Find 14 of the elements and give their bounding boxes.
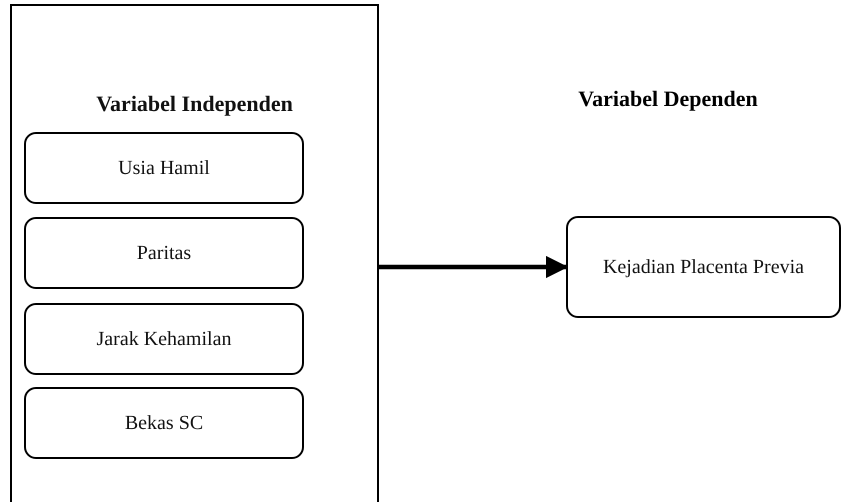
variable-label: Bekas SC <box>124 411 204 436</box>
arrow <box>379 256 568 278</box>
variable-label: Usia Hamil <box>117 156 211 181</box>
variable-box <box>566 216 841 318</box>
variable-box <box>24 303 304 375</box>
variable-box <box>24 387 304 459</box>
heading: Variabel Dependen <box>577 86 759 112</box>
variable-label: Paritas <box>136 241 192 266</box>
variable-box <box>24 132 304 204</box>
group-box <box>10 4 379 502</box>
variable-label: Kejadian Placenta Previa <box>602 255 806 280</box>
heading: Variabel Independen <box>95 90 294 118</box>
variable-label: Jarak Kehamilan <box>96 327 232 352</box>
variable-box <box>24 217 304 289</box>
